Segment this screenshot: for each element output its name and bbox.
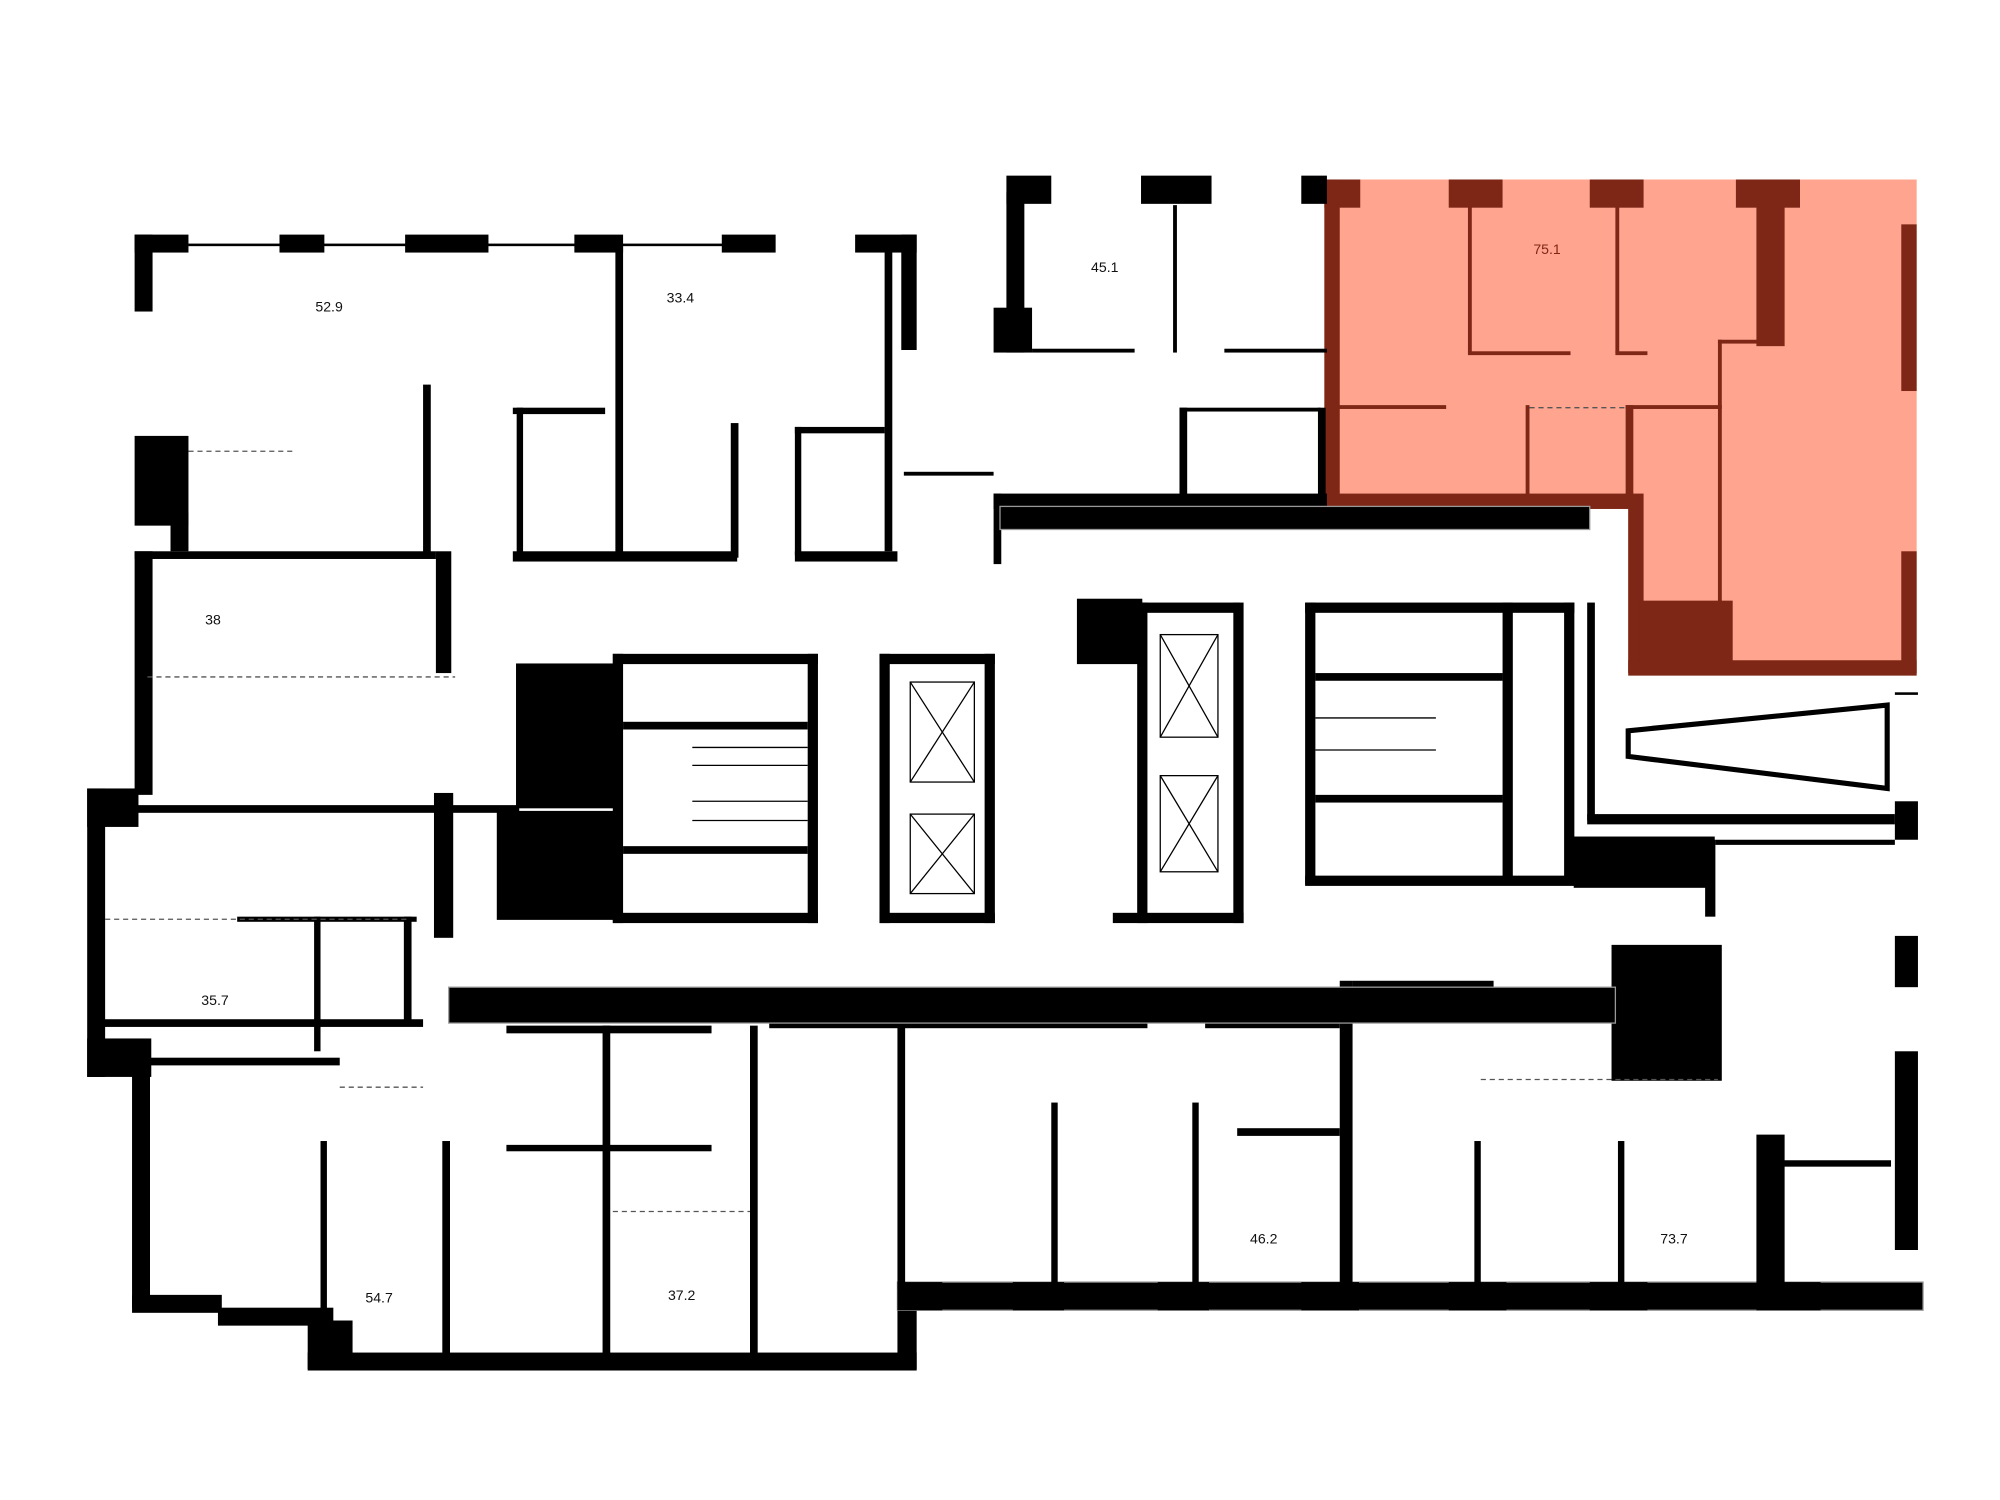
area-label[interactable]: 75.1: [1533, 241, 1561, 257]
area-label[interactable]: 73.7: [1660, 1231, 1688, 1247]
area-labels: 52.9 33.4 45.1 75.1 38 35.7 54.7 37.2 46…: [201, 241, 1688, 1306]
area-label[interactable]: 37.2: [668, 1287, 696, 1303]
area-label[interactable]: 45.1: [1091, 259, 1119, 275]
area-label[interactable]: 35.7: [201, 992, 229, 1008]
lower-walls: [102, 505, 1895, 1359]
area-label[interactable]: 46.2: [1250, 1231, 1278, 1247]
area-label[interactable]: 52.9: [315, 299, 343, 315]
area-label[interactable]: 33.4: [667, 290, 695, 306]
building-core: [612, 598, 1895, 924]
outer-walls: [87, 175, 1924, 1371]
apartment-75-1-highlight[interactable]: [1324, 179, 1917, 676]
dashed-zone-lines: [105, 450, 1718, 1213]
area-label[interactable]: 38: [205, 611, 221, 627]
area-label[interactable]: 54.7: [365, 1290, 393, 1306]
